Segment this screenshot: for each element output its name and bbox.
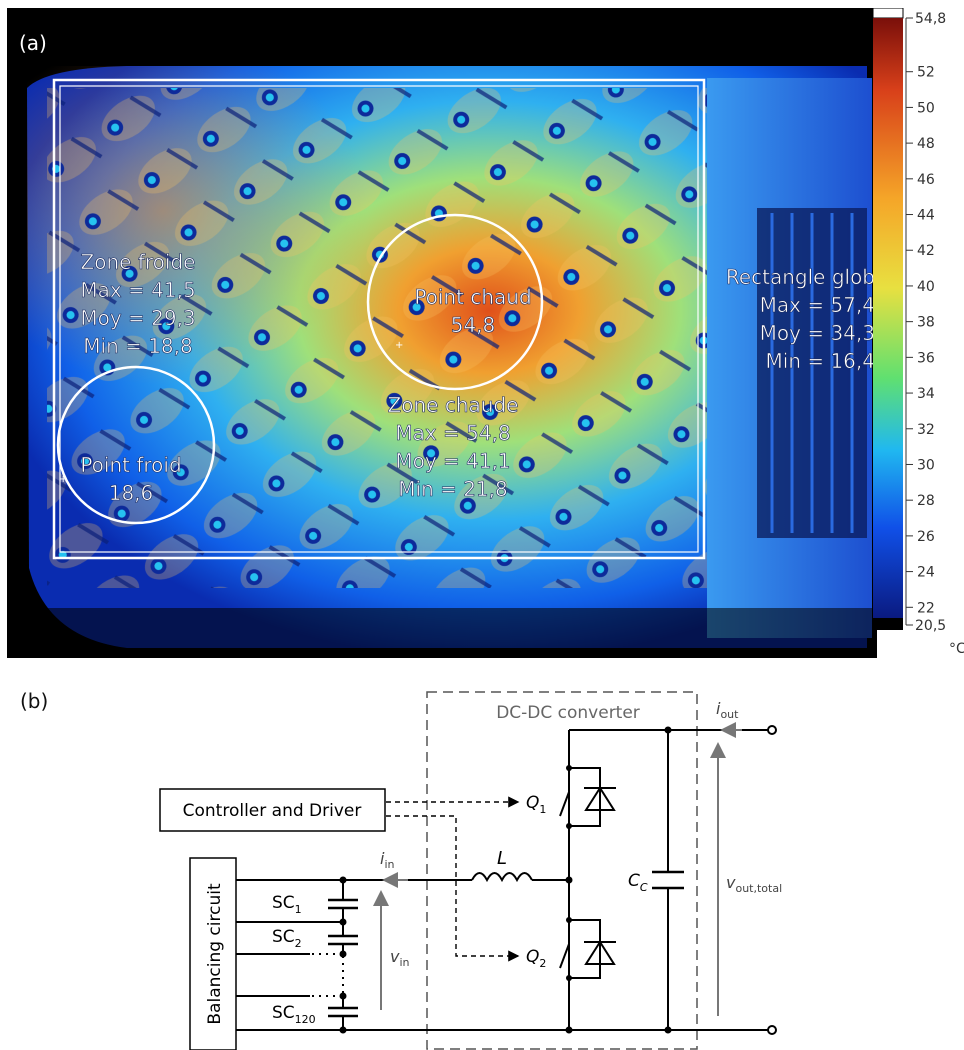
i-out-label: iout (716, 699, 739, 721)
panel-b-label: (b) (20, 689, 48, 713)
global-rect-min: Min = 16,4 (766, 349, 876, 373)
scale-tick-label: 26 (917, 529, 935, 545)
controller-label: Controller and Driver (183, 801, 362, 821)
cold-point-value: 18,6 (109, 481, 154, 505)
v-in-label: vin (390, 947, 410, 969)
scale-tick-label: 44 (917, 208, 935, 224)
global-rect-title: Rectangle glob (726, 265, 875, 289)
global-rect-avg: Moy = 34,3 (760, 321, 875, 345)
cold-zone-circle (56, 365, 216, 525)
scale-tick-label: 42 (917, 243, 935, 259)
hot-point-marker: + (395, 340, 403, 351)
global-rect-max: Max = 57,4 (760, 293, 875, 317)
inductor-coil (471, 872, 533, 883)
scale-unit: °C (949, 641, 964, 657)
scale-tick-label: 34 (917, 386, 935, 402)
cold-point-marker: + (59, 474, 67, 485)
q2-label: Q2 (526, 947, 546, 970)
output-capacitor (652, 870, 684, 890)
circuit-diagram: (b) DC-DC converter Controller and Drive… (20, 689, 782, 1050)
scale-tick-label: 38 (917, 315, 935, 331)
cold-zone-title: Zone froide (81, 250, 196, 274)
cold-zone-max: Max = 41,5 (80, 278, 195, 302)
scale-tick-label: 50 (917, 100, 935, 116)
scale-tick-label: 48 (917, 136, 935, 152)
hot-zone-max: Max = 54,8 (395, 421, 510, 445)
controller-box (159, 788, 386, 832)
converter-title: DC-DC converter (496, 703, 640, 723)
color-scale-bar (873, 18, 903, 618)
q1-switch (559, 767, 616, 827)
output-terminal-top (767, 725, 777, 735)
output-terminal-bottom (767, 1025, 777, 1035)
i-in-label: iin (380, 849, 395, 871)
scale-tick-label: 28 (917, 493, 935, 509)
sc120-label: SC120 (272, 1003, 316, 1026)
hot-zone-min: Min = 21,8 (398, 477, 508, 501)
q1-label: Q1 (526, 793, 546, 816)
panel-a-label: (a) (19, 31, 47, 55)
q2-switch (559, 919, 616, 979)
hot-point-title: Point chaud (414, 285, 531, 309)
v-out-label: vout,total (726, 873, 782, 895)
scale-tick-label: 36 (917, 350, 935, 366)
hot-zone-circle (366, 213, 544, 391)
color-scale: 52 50 48 46 44 42 40 38 36 34 32 30 28 26 24 22 54,8 20… (873, 8, 964, 657)
hot-point-value: 54,8 (451, 313, 496, 337)
scale-tick-label: 46 (917, 172, 935, 188)
thermal-panel: + + Zone froide Max = 41,5 Moy = 29,3 Mi… (7, 8, 964, 658)
cold-zone-min: Min = 18,8 (83, 334, 193, 358)
thermal-image: + + Zone froide Max = 41,5 Moy = 29,3 Mi… (7, 8, 877, 658)
balancing-label: Balancing circuit (205, 883, 225, 1025)
scale-tick-label: 32 (917, 422, 935, 438)
scale-tick-label: 22 (917, 600, 935, 616)
scale-max-label: 54,8 (915, 11, 946, 27)
global-rectangle-frame (52, 78, 706, 560)
q2-control-line (386, 815, 520, 962)
sc-capacitors (328, 898, 358, 1018)
sc2-label: SC2 (272, 927, 302, 950)
hot-zone-title: Zone chaude (388, 393, 519, 417)
scale-tick-label: 24 (917, 565, 935, 581)
cc-label: CC (628, 871, 648, 894)
cold-point-title: Point froid (80, 453, 181, 477)
sc1-label: SC1 (272, 893, 302, 916)
scale-tick-label: 52 (917, 65, 935, 81)
scale-min-label: 20,5 (915, 618, 946, 634)
hot-zone-avg: Moy = 41,1 (395, 449, 510, 473)
scale-tick-label: 30 (917, 457, 935, 473)
converter-box (426, 691, 698, 1050)
inductor-label: L (497, 848, 507, 869)
scale-tick-label: 40 (917, 279, 935, 295)
cold-zone-avg: Moy = 29,3 (80, 306, 195, 330)
